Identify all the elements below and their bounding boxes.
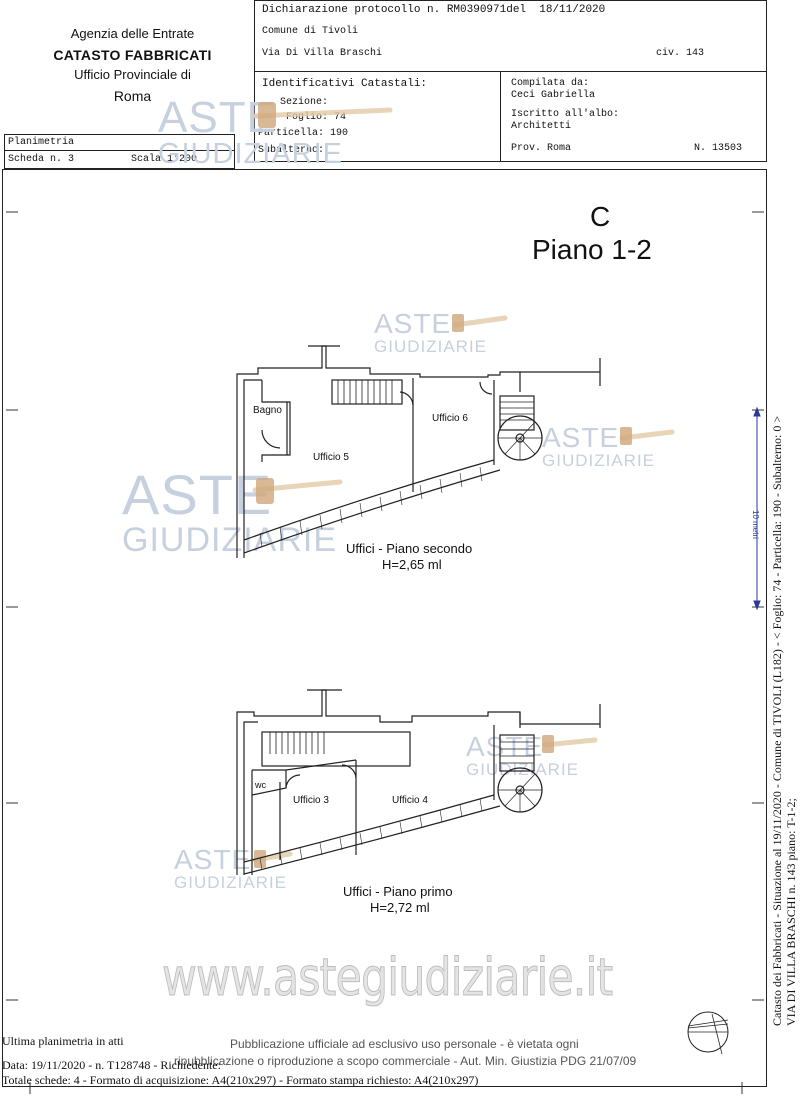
- subalterno-label: Subalterno:: [258, 145, 325, 156]
- iscritto-label: Iscritto all'albo:: [511, 109, 620, 120]
- header-left: Agenzia delle Entrate CATASTO FABBRICATI…: [20, 26, 245, 104]
- foglio-label: Foglio: 74: [286, 112, 347, 123]
- office-city: Roma: [113, 88, 152, 104]
- compilata-label: Compilata da:: [511, 78, 590, 89]
- room-ufficio-5: Ufficio 5: [313, 452, 349, 463]
- agency-name: Agenzia delle Entrate: [70, 26, 195, 41]
- footer-ultima: Ultima planimetria in atti: [2, 1034, 124, 1048]
- footer-totale: Totale schede: 4 - Formato di acquisizio…: [2, 1073, 479, 1087]
- comune-line: Comune di Tivoli: [262, 26, 359, 37]
- scale-bar-label: 10 metri: [751, 510, 760, 539]
- scheda-box: [4, 150, 235, 169]
- north-arrow-icon: [687, 1011, 729, 1055]
- sezione-label: Sezione:: [280, 97, 329, 108]
- upper-height: H=2,65 ml: [382, 557, 442, 572]
- albo-value: Architetti: [511, 121, 572, 132]
- via-line: Via Di Villa Braschi: [262, 48, 383, 59]
- room-wc: wc: [255, 780, 266, 790]
- declaration-line: Dichiarazione protocollo n. RM0390971del…: [262, 4, 606, 16]
- drawing-frame: [2, 169, 767, 1087]
- watermark-top-plan: ASTE GIUDIZIARIE: [374, 308, 488, 356]
- lower-caption: Uffici - Piano primo: [343, 884, 453, 899]
- scala-label: Scala 1:200: [131, 154, 198, 165]
- lower-height: H=2,72 ml: [370, 900, 430, 915]
- prov-value: Prov. Roma: [511, 143, 572, 154]
- office-name: Ufficio Provinciale di: [74, 67, 191, 82]
- footer-data: Data: 19/11/2020 - n. T128748 - Richiede…: [2, 1058, 221, 1072]
- side-text-line2: VIA DI VILLA BRASCHI n. 143 piano: T-1-2…: [784, 798, 798, 1026]
- upper-caption: Uffici - Piano secondo: [346, 541, 473, 556]
- watermark-large-left: ASTE GIUDIZIARIE: [122, 463, 338, 559]
- plan-piano: Piano 1-2: [532, 234, 652, 265]
- watermark-stair-upper: ASTE GIUDIZIARIE: [542, 422, 656, 470]
- publication-notice-2: ripubblicazione o riproduzione a scopo c…: [174, 1054, 637, 1068]
- publication-notice-1: Pubblicazione ufficiale ad esclusivo uso…: [230, 1037, 579, 1051]
- room-ufficio-4: Ufficio 4: [392, 795, 428, 806]
- scheda-label: Scheda n. 3: [8, 154, 75, 165]
- room-bagno: Bagno: [253, 405, 282, 416]
- civ-line: civ. 143: [656, 48, 705, 59]
- identificativi-label: Identificativi Catastali:: [262, 78, 428, 90]
- watermark-site: www.astegiudiziarie.it: [162, 948, 614, 1009]
- planimetria-label: Planimetria: [8, 137, 75, 148]
- catasto-title: CATASTO FABBRICATI: [53, 47, 212, 63]
- plan-letter: C: [590, 201, 611, 232]
- compilatore-name: Ceci Gabriella: [511, 90, 596, 101]
- particella-label: Particella: 190: [258, 128, 349, 139]
- room-ufficio-3: Ufficio 3: [293, 795, 329, 806]
- room-ufficio-6: Ufficio 6: [432, 413, 468, 424]
- numero-value: N. 13503: [694, 143, 743, 154]
- side-text-line1: Catasto dei Fabbricati - Situazione al 1…: [770, 415, 784, 1026]
- header-compilata-box: [500, 71, 767, 162]
